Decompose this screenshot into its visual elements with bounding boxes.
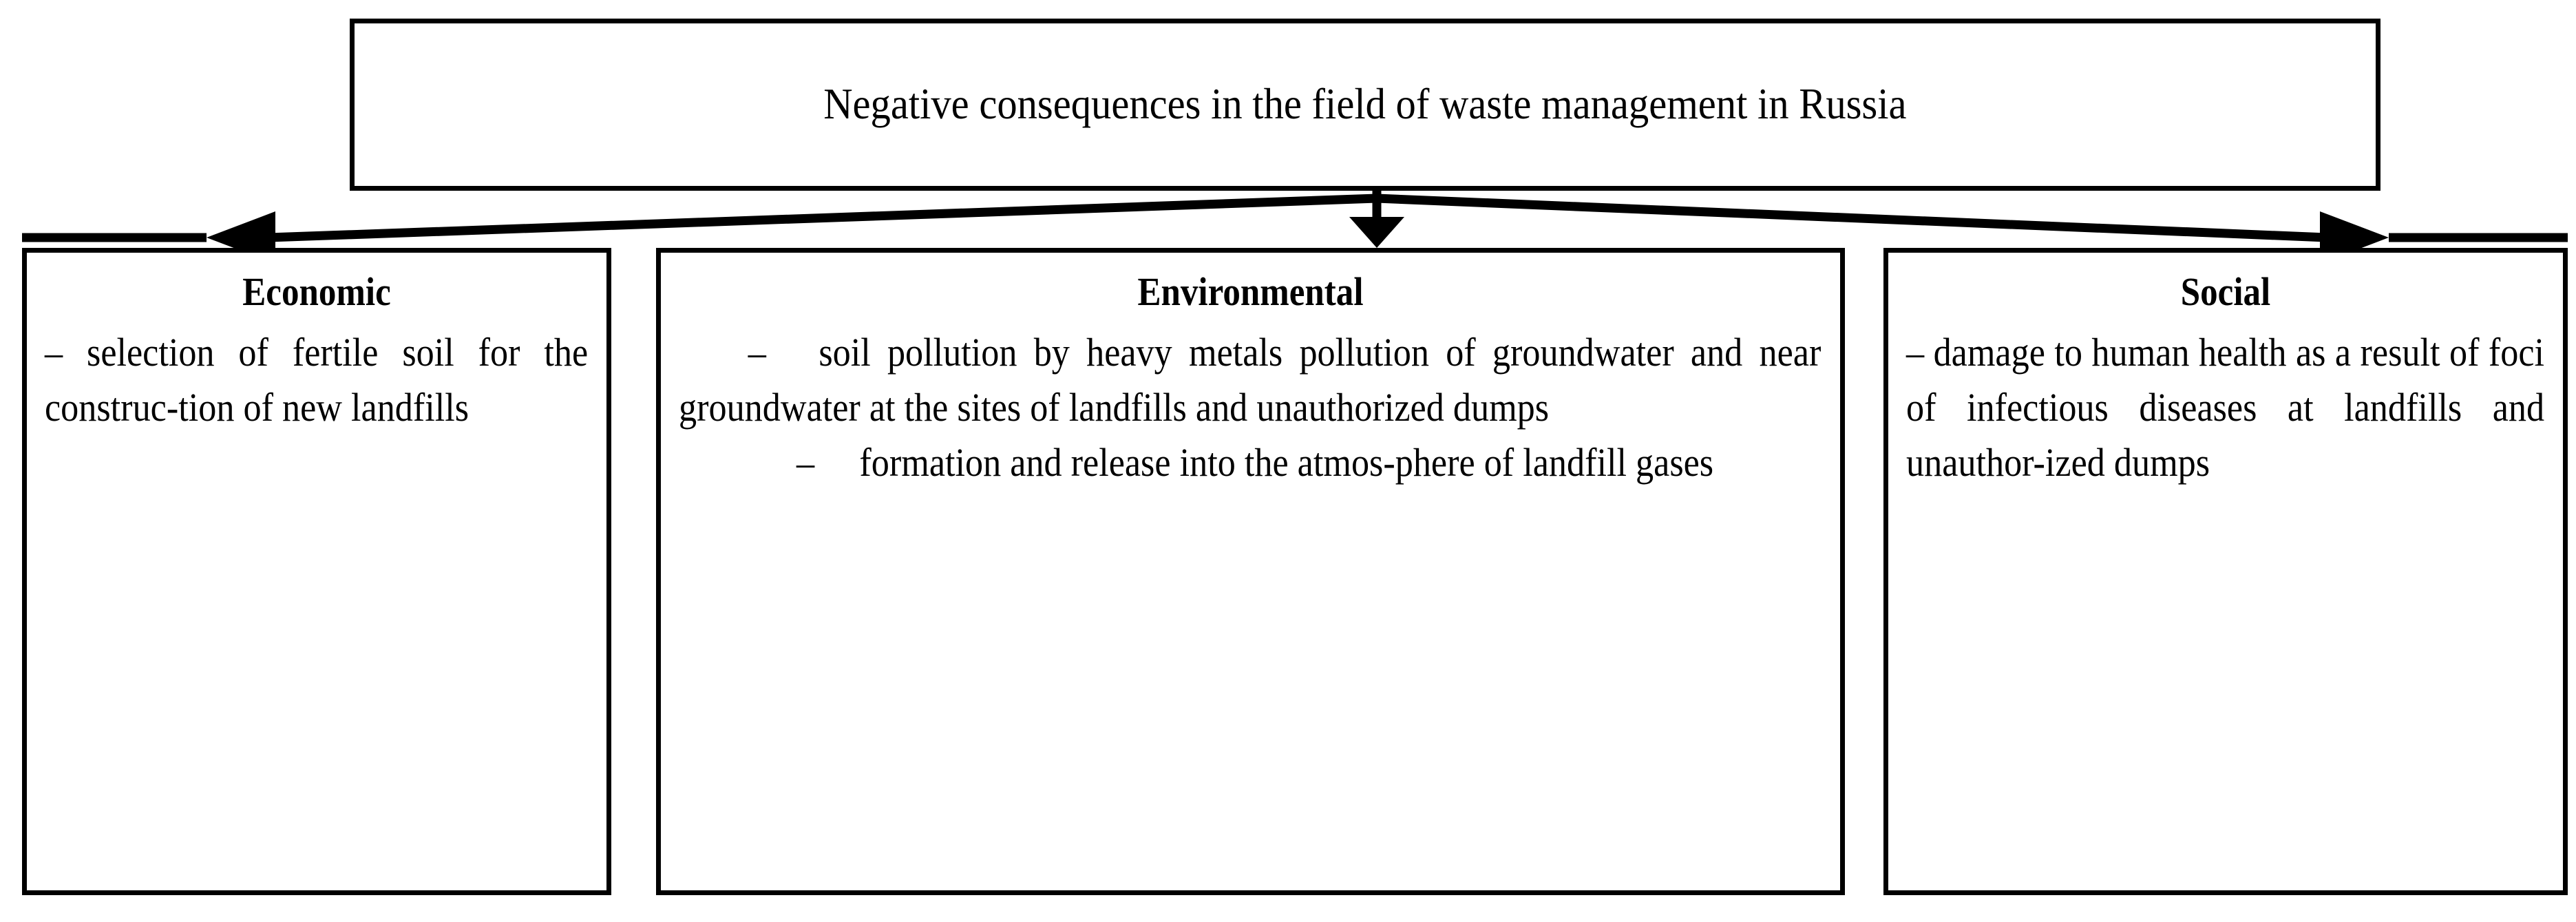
category-body-social: – damage to human health as a result of … (1906, 325, 2544, 490)
category-box-social: Social – damage to human health as a res… (1883, 248, 2568, 895)
category-body-economic: – selection of fertile soil for the cons… (45, 325, 588, 435)
category-item: – damage to human health as a result of … (1906, 329, 2545, 485)
category-item: – selection of fertile soil for the cons… (45, 329, 589, 430)
arrow-right-line (1376, 193, 2327, 242)
arrow-down-head (1349, 217, 1404, 248)
title-box: Negative consequences in the field of wa… (350, 19, 2380, 191)
arrow-left-line (268, 193, 1377, 242)
category-heading-economic: Economic (242, 269, 391, 314)
category-box-economic: Economic – selection of fertile soil for… (22, 248, 611, 895)
category-item: – soil pollution by heavy metals polluti… (679, 329, 1822, 430)
category-heading-social: Social (2180, 269, 2271, 314)
category-box-environmental: Environmental – soil pollution by heavy … (656, 248, 1845, 895)
category-item: – formation and release into the atmos-p… (796, 439, 1714, 485)
diagram-title: Negative consequences in the field of wa… (823, 80, 1907, 129)
category-body-environmental: – soil pollution by heavy metals polluti… (679, 325, 1821, 490)
category-heading-environmental: Environmental (1137, 269, 1364, 314)
